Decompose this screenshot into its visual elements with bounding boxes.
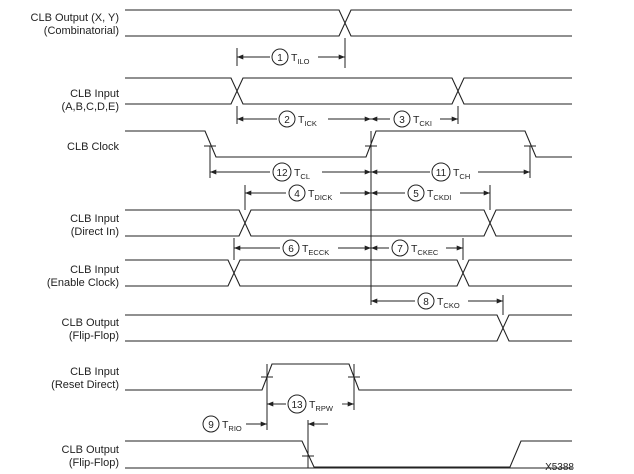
timing-name-tckec: TCKEC [411, 243, 439, 257]
timing-name-tecck: TECCK [302, 243, 329, 257]
timing-name-trpw: TRPW [309, 399, 334, 413]
signal-sublabel-clb-output-ff: (Flip-Flop) [69, 330, 119, 342]
timing-number-circle [287, 394, 307, 414]
signal-label-clb-output-ff2: CLB Output [62, 444, 119, 456]
signal-label-clb-output-ff: CLB Output [62, 317, 119, 329]
signal-label-clb-input-reset: CLB Input [70, 366, 119, 378]
waveform-clb-output-xy [125, 9, 572, 37]
timing-name-tcko: TCKO [437, 296, 460, 310]
timing-number-1: 1 [277, 53, 283, 64]
reference-lines [204, 38, 536, 468]
timing-name-tcl: TCL [294, 167, 310, 181]
timing-number-13: 13 [291, 400, 303, 411]
timing-number-5: 5 [413, 189, 419, 200]
waveform-clb-input-reset [125, 363, 572, 391]
waveform-clb-input-direct [125, 209, 572, 237]
signal-sublabel-clb-output-ff2: (Flip-Flop) [69, 457, 119, 469]
waveform-clb-clock [125, 130, 572, 158]
timing-number-circle [272, 162, 292, 182]
timing-name-tch: TCH [453, 167, 470, 181]
signal-sublabel-clb-input-direct: (Direct In) [71, 226, 119, 238]
timing-number-9: 9 [208, 420, 214, 431]
timing-number-circle [391, 239, 409, 257]
signal-label-clb-input-enable: CLB Input [70, 264, 119, 276]
timing-name-tick: TICK [298, 114, 317, 128]
timing-number-4: 4 [294, 189, 300, 200]
timing-number-circle [431, 162, 451, 182]
waveform-clb-output-ff [125, 314, 572, 342]
timing-number-circle [417, 292, 435, 310]
timing-number-8: 8 [423, 297, 429, 308]
figure-id: X5388 [545, 462, 574, 473]
timing-number-2: 2 [284, 115, 290, 126]
timing-number-7: 7 [397, 244, 403, 255]
waveform-clb-input-enable [125, 259, 572, 287]
timing-arrows [210, 48, 530, 427]
signal-sublabel-clb-input-abcde: (A,B,C,D,E) [62, 101, 119, 113]
waveform-clb-input-abcde [125, 77, 572, 105]
timing-number-circle [407, 184, 425, 202]
signal-labels: CLB Output (X, Y) (Combinatorial) CLB In… [31, 12, 120, 469]
timing-number-12: 12 [276, 168, 288, 179]
timing-number-circle [271, 48, 289, 66]
timing-number-11: 11 [436, 168, 447, 179]
timing-labels: 1 TILO 2 TICK 3 TCKI 12 TCL 11 TCH 4 TDI… [202, 48, 470, 433]
signal-label-clb-clock: CLB Clock [67, 141, 119, 153]
timing-number-circle [282, 239, 300, 257]
timing-name-tdick: TDICK [308, 188, 332, 202]
timing-name-tckdi: TCKDI [427, 188, 451, 202]
waveform-clb-output-ff2 [125, 440, 572, 468]
timing-number-6: 6 [288, 244, 294, 255]
timing-number-circle [393, 110, 411, 128]
signal-sublabel-clb-input-reset: (Reset Direct) [51, 379, 119, 391]
signal-label-clb-input-direct: CLB Input [70, 213, 119, 225]
timing-name-trio: TRIO [222, 419, 242, 433]
signal-label-clb-output-xy: CLB Output (X, Y) [31, 12, 119, 24]
timing-name-tilo: TILO [291, 52, 310, 66]
timing-name-tcki: TCKI [413, 114, 432, 128]
signal-sublabel-clb-output-xy: (Combinatorial) [44, 25, 119, 37]
timing-number-circle [278, 110, 296, 128]
signal-sublabel-clb-input-enable: (Enable Clock) [47, 277, 119, 289]
timing-number-3: 3 [399, 115, 405, 126]
timing-number-circle [202, 415, 220, 433]
waveforms [125, 9, 572, 469]
timing-number-circle [288, 184, 306, 202]
signal-label-clb-input-abcde: CLB Input [70, 88, 119, 100]
